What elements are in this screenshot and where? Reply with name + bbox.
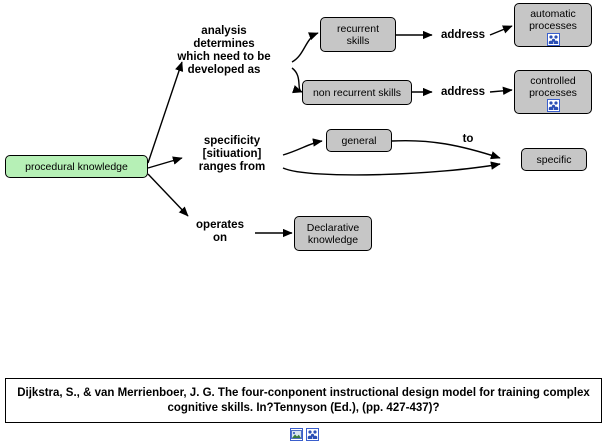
branch-label-operates-on: operates on [196,219,244,244]
node-recurrent-skills[interactable]: recurrent skills [320,17,396,52]
citation-box: Dijkstra, S., & van Merrienboer, J. G. T… [5,378,602,423]
node-non-recurrent-skills[interactable]: non recurrent skills [302,80,412,105]
image-icon[interactable] [289,428,303,441]
connector-label-address-1: address [440,29,486,41]
node-general[interactable]: general [326,129,392,152]
node-declarative-knowledge[interactable]: Declarative knowledge [294,216,372,251]
footer-icon-group [284,427,324,442]
branch-label-specificity: specificity [sitiuation] ranges from [198,135,266,173]
connector-label-to: to [462,133,474,145]
people-group-icon[interactable] [305,428,319,441]
node-procedural-knowledge[interactable]: procedural knowledge [5,155,148,178]
people-group-icon [547,99,560,112]
connector-label-address-2: address [440,86,486,98]
branch-label-analysis: analysis determines which need to be dev… [177,25,271,76]
people-group-icon [547,33,560,46]
node-specific[interactable]: specific [521,148,587,171]
